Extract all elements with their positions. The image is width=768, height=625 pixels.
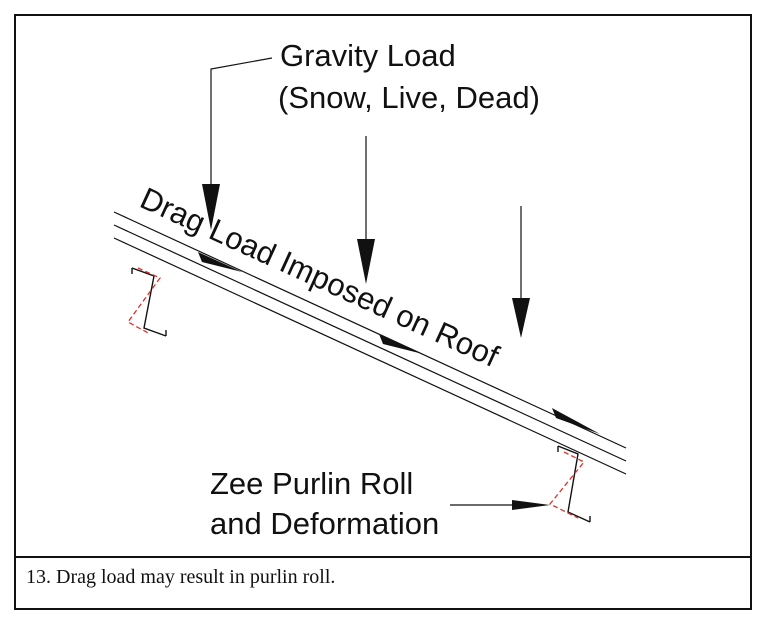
gravity-arrow-leader	[210, 57, 273, 184]
right-purlin-outline	[557, 445, 591, 523]
right-zee-purlin	[548, 445, 591, 523]
figure-frame: Gravity Load (Snow, Live, Dead) Drag Loa…	[14, 14, 752, 610]
figure-caption: 13. Drag load may result in purlin roll.	[26, 566, 336, 588]
roof-line-middle	[113, 224, 627, 462]
gravity-arrowhead-1	[202, 184, 220, 230]
gravity-load-label-line1: Gravity Load	[280, 38, 456, 73]
gravity-arrowhead-3	[512, 298, 530, 338]
diagram-area: Gravity Load (Snow, Live, Dead) Drag Loa…	[16, 16, 750, 556]
caption-area: 13. Drag load may result in purlin roll.	[16, 556, 750, 608]
right-purlin-deformed-shape	[548, 451, 586, 519]
purlin-roll-label-line1: Zee Purlin Roll	[210, 466, 413, 501]
drag-arrowhead-3	[552, 408, 600, 434]
purlin-roll-label-line2: and Deformation	[210, 506, 439, 541]
purlin-roll-diagram: Gravity Load (Snow, Live, Dead) Drag Loa…	[113, 38, 627, 541]
drag-load-label: Drag Load Imposed on Roof	[135, 181, 504, 375]
purlin-roll-leader-arrowhead	[512, 500, 550, 510]
roof-deck	[113, 211, 627, 475]
drag-arrowhead-1	[198, 252, 242, 272]
left-zee-purlin	[127, 267, 167, 337]
drag-load-arrows	[198, 252, 600, 434]
gravity-arrowhead-2	[357, 239, 375, 284]
drag-arrowhead-2	[379, 334, 423, 354]
left-purlin-outline	[131, 267, 167, 337]
left-purlin-deformed-shape	[127, 267, 161, 335]
roof-line-top	[113, 211, 627, 449]
gravity-load-label-line2: (Snow, Live, Dead)	[278, 80, 540, 115]
gravity-load-arrows	[202, 57, 530, 338]
roof-line-bottom	[113, 237, 627, 475]
